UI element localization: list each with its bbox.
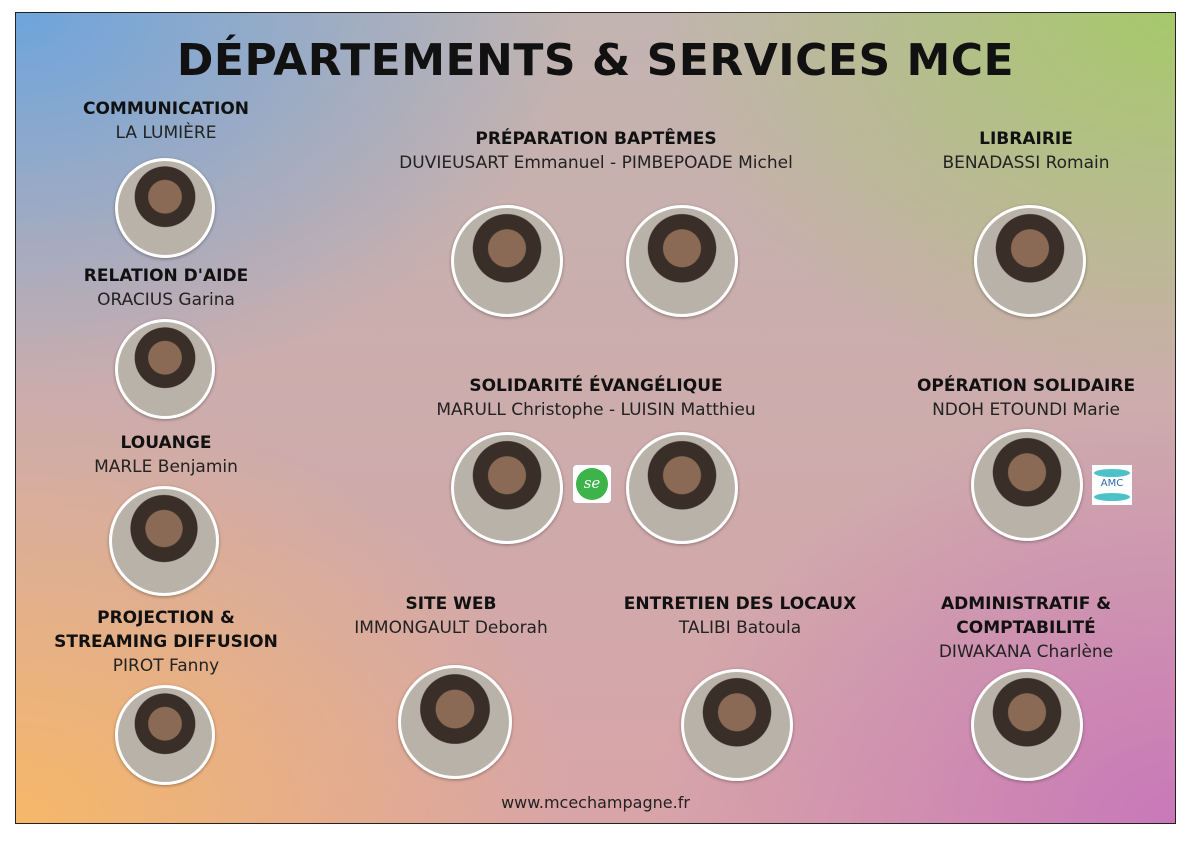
avatar-siteweb bbox=[398, 665, 512, 779]
avatar-relation bbox=[115, 319, 215, 419]
poster-frame: DÉPARTEMENTS & SERVICES MCE COMMUNICATIO… bbox=[15, 12, 1176, 824]
dept-librairie: LIBRAIRIE BENADASSI Romain bbox=[896, 127, 1156, 175]
dept-name: ENTRETIEN DES LOCAUX bbox=[623, 594, 857, 614]
avatar-projection bbox=[115, 685, 215, 785]
dept-name: SOLIDARITÉ ÉVANGÉLIQUE bbox=[469, 376, 723, 396]
avatar-louange bbox=[109, 486, 219, 596]
avatar-communication bbox=[115, 158, 215, 258]
dept-baptemes: PRÉPARATION BAPTÊMES DUVIEUSART Emmanuel… bbox=[346, 127, 846, 175]
avatar-entretien bbox=[681, 669, 793, 781]
dept-communication: COMMUNICATION LA LUMIÈRE bbox=[56, 97, 276, 145]
dept-entretien: ENTRETIEN DES LOCAUX TALIBI Batoula bbox=[610, 592, 870, 640]
dept-relation: RELATION D'AIDE ORACIUS Garina bbox=[56, 264, 276, 312]
dept-person: TALIBI Batoula bbox=[678, 618, 802, 638]
dept-person: MARLE Benjamin bbox=[94, 457, 238, 477]
dept-operation: OPÉRATION SOLIDAIRE NDOH ETOUNDI Marie bbox=[896, 374, 1156, 422]
website-link[interactable]: www.mcechampagne.fr bbox=[501, 793, 690, 812]
dept-projection: PROJECTION & STREAMING DIFFUSION PIROT F… bbox=[36, 606, 296, 678]
page-title: DÉPARTEMENTS & SERVICES MCE bbox=[176, 35, 1015, 86]
dept-person: DUVIEUSART Emmanuel - PIMBEPOADE Michel bbox=[399, 153, 793, 173]
se-logo: se bbox=[573, 465, 611, 503]
dept-siteweb: SITE WEB IMMONGAULT Deborah bbox=[326, 592, 576, 640]
dept-person: PIROT Fanny bbox=[112, 656, 220, 676]
dept-name: LOUANGE bbox=[120, 433, 212, 453]
se-logo-text: se bbox=[576, 468, 608, 500]
avatar-baptemes-2 bbox=[626, 205, 738, 317]
amc-logo: AMC bbox=[1092, 465, 1132, 505]
avatar-solidarite-1 bbox=[451, 432, 563, 544]
avatar-operation bbox=[971, 429, 1083, 541]
dept-name: SITE WEB bbox=[405, 594, 497, 614]
dept-name-line2: STREAMING DIFFUSION bbox=[54, 632, 278, 652]
dept-louange: LOUANGE MARLE Benjamin bbox=[56, 431, 276, 479]
dept-solidarite: SOLIDARITÉ ÉVANGÉLIQUE MARULL Christophe… bbox=[346, 374, 846, 422]
dept-person: MARULL Christophe - LUISIN Matthieu bbox=[436, 400, 756, 420]
avatar-baptemes-1 bbox=[451, 205, 563, 317]
dept-person: BENADASSI Romain bbox=[942, 153, 1110, 173]
dept-person: LA LUMIÈRE bbox=[115, 123, 217, 143]
dept-person: DIWAKANA Charlène bbox=[938, 642, 1114, 662]
dept-name: RELATION D'AIDE bbox=[83, 266, 249, 286]
amc-logo-text: AMC bbox=[1100, 478, 1124, 489]
dept-person: IMMONGAULT Deborah bbox=[354, 618, 548, 638]
dept-administratif: ADMINISTRATIF & COMPTABILITÉ DIWAKANA Ch… bbox=[896, 592, 1156, 664]
avatar-librairie bbox=[974, 205, 1086, 317]
dept-name: PRÉPARATION BAPTÊMES bbox=[475, 129, 717, 149]
dept-person: ORACIUS Garina bbox=[97, 290, 235, 310]
avatar-administratif bbox=[971, 669, 1083, 781]
dept-person: NDOH ETOUNDI Marie bbox=[932, 400, 1120, 420]
dept-name: COMMUNICATION bbox=[82, 99, 250, 119]
avatar-solidarite-2 bbox=[626, 432, 738, 544]
dept-name-line2: COMPTABILITÉ bbox=[956, 618, 1096, 638]
dept-name-line1: ADMINISTRATIF & bbox=[940, 594, 1112, 614]
dept-name-line1: PROJECTION & bbox=[97, 608, 235, 628]
dept-name: LIBRAIRIE bbox=[979, 129, 1073, 149]
dept-name: OPÉRATION SOLIDAIRE bbox=[916, 376, 1136, 396]
